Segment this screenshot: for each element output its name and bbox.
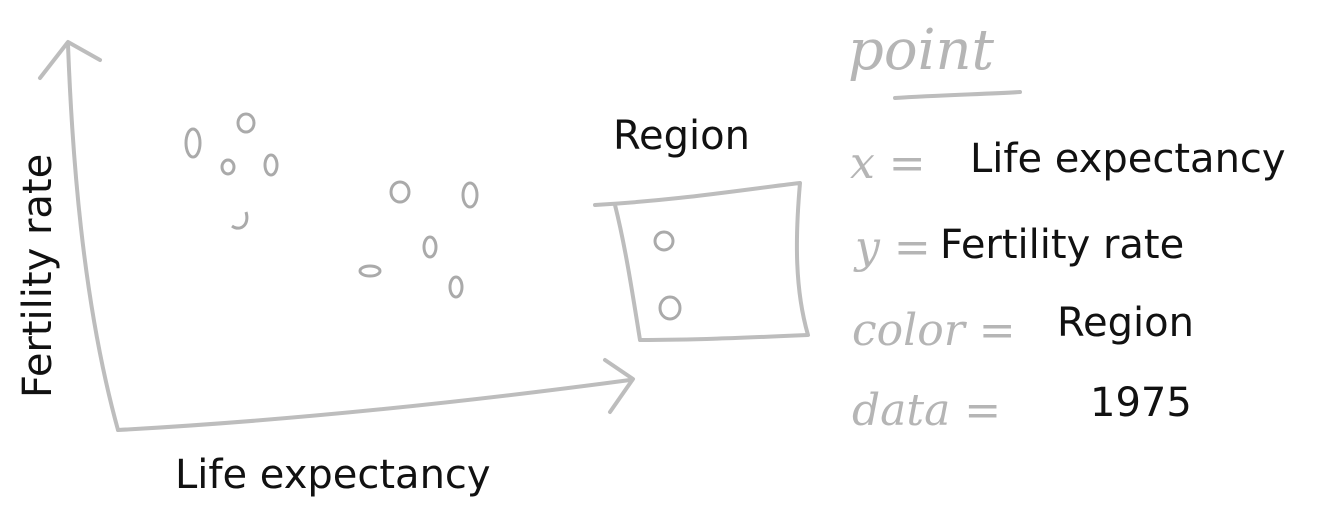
y-axis-label: Fertility rate (15, 153, 61, 398)
spec-key-y: y = (855, 222, 931, 273)
data-point (448, 275, 464, 299)
x-axis-arrowhead (603, 358, 635, 414)
legend-symbol-1 (653, 230, 675, 252)
spec-heading: point (848, 18, 995, 83)
scatter-points (184, 112, 479, 299)
data-point (461, 181, 479, 209)
y-axis-line (66, 43, 120, 432)
spec-value-data: 1975 (1090, 380, 1192, 426)
spec-key-color: color = (852, 305, 1016, 356)
data-point (231, 211, 249, 230)
legend-title: Region (613, 113, 750, 159)
data-point (184, 127, 202, 159)
legend-symbol-2 (658, 295, 682, 321)
spec-key-x: x = (850, 138, 926, 189)
x-axis-label: Life expectancy (175, 452, 491, 498)
spec-key-data: data = (852, 385, 1002, 436)
data-point (236, 112, 256, 134)
data-point (389, 180, 411, 204)
data-point (220, 158, 236, 176)
legend-box (593, 181, 810, 342)
data-point (422, 235, 438, 259)
data-point (263, 153, 279, 177)
spec-value-x: Life expectancy (970, 136, 1286, 182)
x-axis-line (116, 378, 632, 432)
heading-underline (893, 90, 1022, 100)
spec-value-y: Fertility rate (940, 222, 1185, 268)
spec-value-color: Region (1057, 300, 1194, 346)
y-axis-arrowhead (38, 40, 102, 80)
data-point (358, 264, 382, 278)
